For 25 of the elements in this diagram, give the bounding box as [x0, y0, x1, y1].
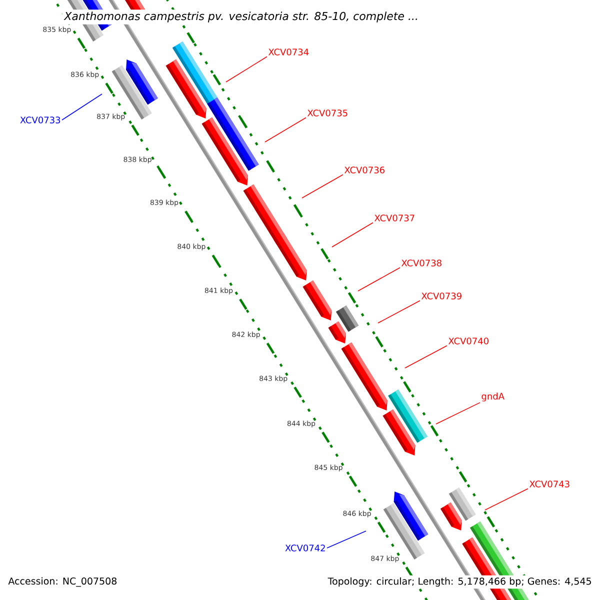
gene-label: XCV0742 — [285, 544, 325, 552]
leader-line — [436, 402, 480, 424]
gene-label: XCV0733 — [20, 116, 60, 124]
leader-line — [326, 530, 366, 548]
leader-line — [332, 222, 374, 248]
gene-label: XCV0740 — [448, 338, 488, 344]
title: Xanthomonas campestris pv. vesicatoria str. 85-10, complete ... — [62, 10, 420, 24]
gene-label: XCV0739 — [421, 292, 462, 300]
gene-label: XCV0743 — [529, 480, 570, 488]
leader-line — [378, 300, 420, 324]
gene-label: XCV0735 — [307, 110, 348, 116]
genome-info-label: Topology: circular; Length: 5,178,466 bp; Genes: 4,545 — [326, 575, 594, 589]
leader-line — [302, 174, 344, 198]
gene-label: XCV0738 — [401, 260, 442, 266]
leader-line — [62, 94, 102, 120]
gene-label: gndA — [482, 392, 504, 402]
leader-line — [404, 345, 448, 368]
gene-label: XCV0736 — [344, 166, 384, 174]
leader-line — [484, 488, 528, 510]
leader-line — [264, 117, 306, 142]
gene-label: XCV0737 — [374, 214, 414, 222]
leader-line — [358, 267, 400, 292]
gene-label: XCV0734 — [268, 48, 309, 56]
accession-label: Accession: NC_007508 — [6, 575, 120, 589]
leader-line — [226, 56, 268, 82]
